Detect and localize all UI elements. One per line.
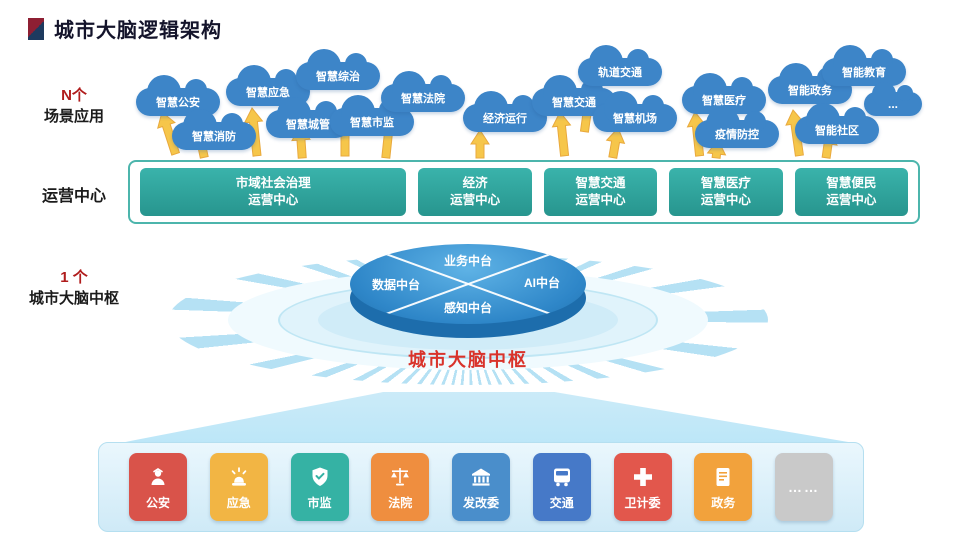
department-tile-more: …… xyxy=(775,453,833,521)
ops-center-social-governance: 市域社会治理 运营中心 xyxy=(140,168,407,216)
hub-text: 城市大脑中枢 xyxy=(28,290,119,307)
scenario-text: 场景应用 xyxy=(43,108,104,125)
cloud-more: ... xyxy=(864,82,922,116)
department-tile-ndrc: 发改委 xyxy=(452,453,510,521)
up-arrow-icon xyxy=(551,111,572,157)
title-bullet-icon xyxy=(28,17,44,40)
up-arrow-icon xyxy=(706,139,727,159)
hub-count: 1 个 xyxy=(60,269,88,286)
scenario-apps-label: N个 场景应用 xyxy=(26,84,122,126)
ops-center-convenience: 智慧便民 运营中心 xyxy=(794,168,909,216)
departments-bar: 公安 应急 市监 法院 发改委 交通 卫计委 xyxy=(98,442,864,532)
city-brain-hub-title: 城市大脑中枢 xyxy=(408,350,528,370)
cloud-smart-airport: 智慧机场 xyxy=(593,91,677,132)
department-tile-health: 卫计委 xyxy=(613,453,672,521)
cloud-pandemic-prevention: 疫情防控 xyxy=(695,107,779,148)
bus-icon xyxy=(549,464,575,490)
segment-ai-platform: AI中台 xyxy=(523,276,560,290)
scales-icon xyxy=(387,464,413,490)
scenario-count: N个 xyxy=(61,87,87,104)
police-officer-icon xyxy=(145,464,171,490)
medical-cross-icon xyxy=(630,464,656,490)
cloud-smart-community: 智能社区 xyxy=(795,103,879,144)
department-tile-gov-affairs: 政务 xyxy=(694,453,753,521)
department-tile-traffic: 交通 xyxy=(532,453,591,521)
cloud-smart-court: 智慧法院 xyxy=(381,71,465,112)
department-tile-court: 法院 xyxy=(371,453,430,521)
document-icon xyxy=(710,464,736,490)
government-building-icon xyxy=(468,464,494,490)
department-tile-emergency: 应急 xyxy=(209,453,268,521)
cloud-smart-healthcare: 智慧医疗 xyxy=(682,73,766,114)
ops-center-economy: 经济 运营中心 xyxy=(418,168,532,216)
cloud-smart-fire: 智慧消防 xyxy=(172,109,256,150)
cloud-rail-transit: 轨道交通 xyxy=(578,45,662,86)
city-brain-hub-label: 1 个 城市大脑中枢 xyxy=(14,266,134,308)
cloud-smart-education: 智能教育 xyxy=(822,45,906,86)
siren-icon xyxy=(226,464,252,490)
cloud-smart-emergency: 智慧应急 xyxy=(226,65,310,106)
cloud-smart-governance: 智慧综治 xyxy=(296,49,380,90)
cloud-smart-police: 智慧公安 xyxy=(136,75,220,116)
city-brain-platform-disc: 业务中台 数据中台 AI中台 感知中台 xyxy=(350,236,586,344)
department-tile-market-regulation: 市监 xyxy=(290,453,349,521)
ops-center-traffic: 智慧交通 运营中心 xyxy=(543,168,658,216)
segment-data-platform: 数据中台 xyxy=(372,278,421,292)
page-title: 城市大脑逻辑架构 xyxy=(54,20,222,42)
ops-centers-container: 市域社会治理 运营中心 经济 运营中心 智慧交通 运营中心 智慧医疗 运营中心 … xyxy=(128,160,920,224)
disc-top: 业务中台 数据中台 AI中台 感知中台 xyxy=(350,244,586,324)
ops-center-label: 运营中心 xyxy=(41,188,106,205)
segment-business-platform: 业务中台 xyxy=(443,254,493,268)
up-arrow-icon xyxy=(605,127,626,159)
ops-center-healthcare: 智慧医疗 运营中心 xyxy=(669,168,783,216)
ellipsis-icon: …… xyxy=(788,479,820,495)
up-arrow-icon xyxy=(470,129,490,159)
shield-icon xyxy=(307,464,333,490)
cloud-smart-market-regulation: 智慧市监 xyxy=(330,95,414,136)
page-header: 城市大脑逻辑架构 xyxy=(28,14,222,43)
segment-perception-platform: 感知中台 xyxy=(443,301,493,315)
department-tile-police: 公安 xyxy=(129,453,187,521)
